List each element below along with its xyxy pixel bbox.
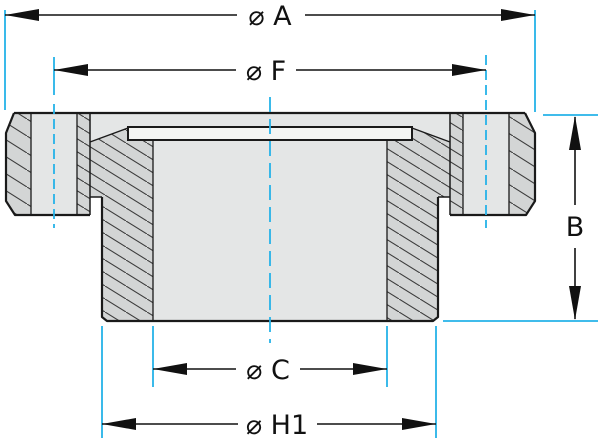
- dimension-h1: ⌀ H1: [102, 410, 436, 441]
- hatch-right-ring: [509, 113, 535, 215]
- arrowhead-right: [402, 418, 436, 430]
- arrowhead-left: [102, 418, 136, 430]
- dim-b-label: B: [566, 212, 585, 243]
- dim-h1-label: ⌀ H1: [246, 410, 308, 441]
- hatch-right-web: [450, 113, 463, 215]
- arrowhead-right: [501, 9, 535, 21]
- hatched-sections: [6, 113, 535, 321]
- dim-a-label: ⌀ A: [248, 1, 292, 32]
- arrowhead-left: [153, 363, 187, 375]
- top-recess-face: [90, 113, 450, 142]
- dimension-a: ⌀ A: [5, 1, 535, 32]
- dimension-f: ⌀ F: [54, 56, 486, 87]
- construction-lines: [4, 10, 598, 438]
- dim-c-label: ⌀ C: [246, 355, 290, 386]
- arrowhead-down: [569, 286, 581, 320]
- hatch-left-hub-wall: [90, 128, 153, 321]
- arrowhead-left: [54, 64, 88, 76]
- dimension-c: ⌀ C: [153, 355, 387, 386]
- hatch-left-web: [77, 113, 90, 215]
- dimension-b: B: [566, 116, 585, 320]
- arrowhead-left: [5, 9, 39, 21]
- arrowhead-right: [452, 64, 486, 76]
- arrowhead-right: [353, 363, 387, 375]
- dim-f-label: ⌀ F: [246, 56, 286, 87]
- arrowhead-up: [569, 116, 581, 150]
- hatch-left-ring: [6, 113, 31, 215]
- hatch-right-hub-wall: [387, 128, 450, 321]
